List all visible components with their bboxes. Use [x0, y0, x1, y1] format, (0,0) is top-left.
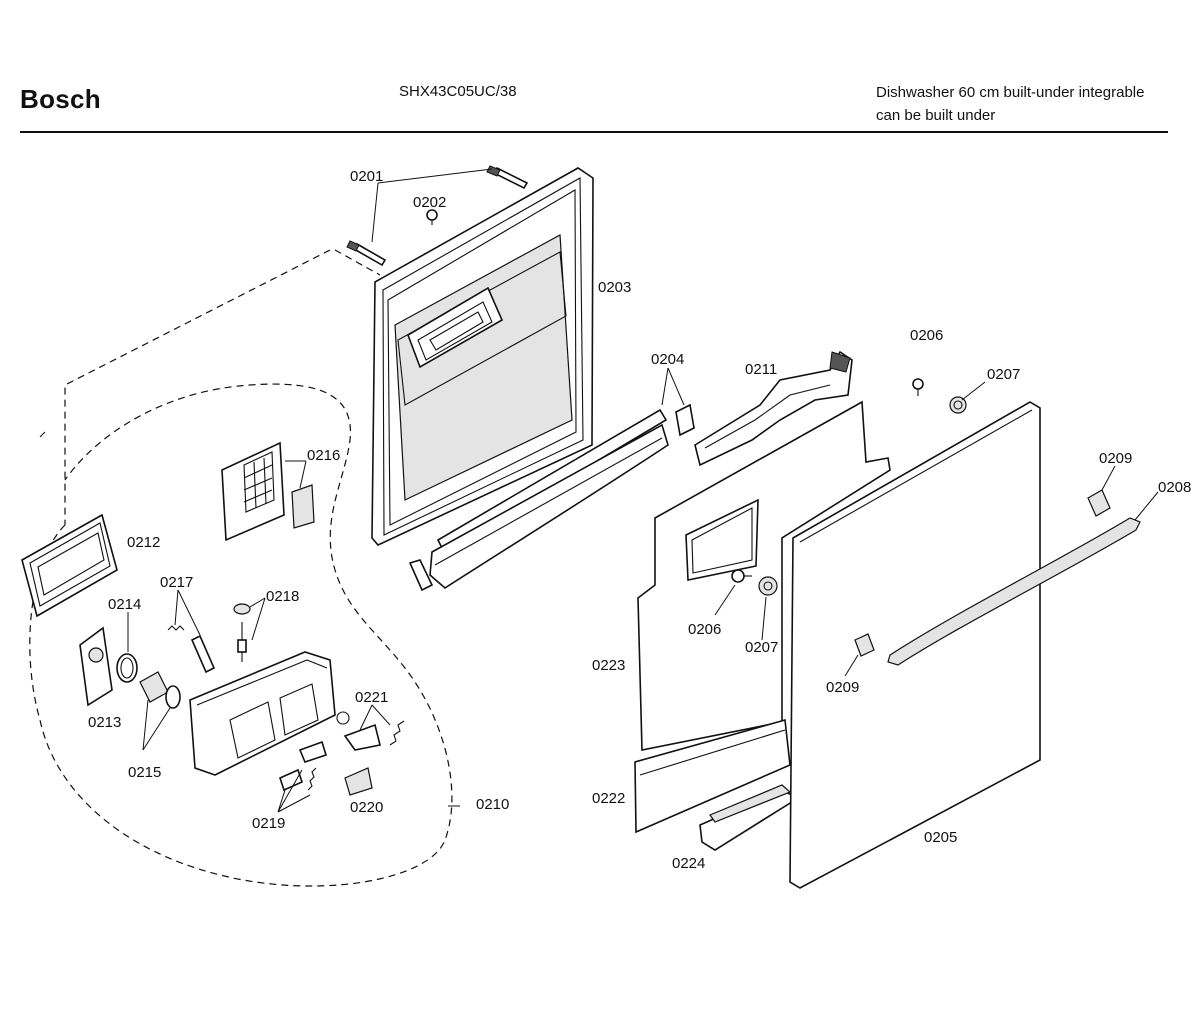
levers-0219: [279, 740, 327, 792]
indicator-panel-0216: [221, 441, 315, 542]
switch-housing-0213: [79, 626, 113, 707]
springs-0221: [336, 711, 405, 751]
toe-kick-strip-0222: [634, 718, 791, 834]
leader-0219: [277, 769, 311, 813]
callout-0201: 0201: [350, 168, 383, 185]
leader-0207-lower: [761, 596, 767, 641]
callout-0209-lower: 0209: [826, 679, 859, 696]
control-module-boundary: [29, 249, 453, 887]
assembly-mark: [39, 431, 46, 438]
leader-0215: [142, 699, 171, 751]
leader-0221: [359, 704, 391, 731]
callout-0221: 0221: [355, 689, 388, 706]
callout-0212: 0212: [127, 534, 160, 551]
screw-0206-upper: [912, 378, 924, 396]
header-divider: [20, 131, 1168, 133]
callout-0224: 0224: [672, 855, 705, 872]
knob-0207-upper: [949, 396, 967, 414]
callout-0205: 0205: [924, 829, 957, 846]
knob-0207-lower: [758, 576, 778, 596]
door-handle-0208: [887, 517, 1141, 666]
leader-0217: [174, 589, 201, 636]
control-panel-fascia-0223: [637, 400, 891, 751]
callout-0220: 0220: [350, 799, 383, 816]
callout-0207-upper: 0207: [987, 366, 1020, 383]
leader-0206-lower: [714, 584, 736, 616]
callout-0202: 0202: [413, 194, 446, 211]
callout-0206-lower: 0206: [688, 621, 721, 638]
callout-0218: 0218: [266, 588, 299, 605]
bottom-trim-0224: [699, 784, 797, 851]
shaft-cap-0218: [233, 603, 251, 662]
callout-0215: 0215: [128, 764, 161, 781]
assembly-dash-line: [334, 249, 381, 276]
clip-0202: [426, 209, 438, 225]
model-number: SHX43C05UC/38: [399, 83, 517, 100]
description-line-1: Dishwasher 60 cm built-under integrable: [876, 84, 1145, 101]
leader-0216: [285, 460, 307, 489]
callout-0222: 0222: [592, 790, 625, 807]
leader-0204: [661, 367, 685, 406]
leader-0208: [1134, 491, 1159, 521]
product-description: Dishwasher 60 cm built-under integrable …: [876, 81, 1144, 127]
handle-cap-0209-lower: [854, 633, 875, 657]
callout-0207-lower: 0207: [745, 639, 778, 656]
callout-0219: 0219: [252, 815, 285, 832]
handle-cap-0209-upper: [1087, 489, 1111, 517]
seal-ring-0214: [116, 653, 138, 683]
display-frame-0212: [21, 513, 118, 618]
screw-0201-left: [346, 240, 387, 267]
hinge-clip-left: [408, 559, 434, 592]
leader-0209-lower: [844, 654, 859, 677]
callout-0216: 0216: [307, 447, 340, 464]
callout-0203: 0203: [598, 279, 631, 296]
leader-0207-upper: [961, 381, 986, 401]
callout-0204: 0204: [651, 351, 684, 368]
control-module-0210: [189, 651, 336, 776]
rail-end-bracket: [675, 403, 695, 437]
callout-0217: 0217: [160, 574, 193, 591]
callout-0206-upper: 0206: [910, 327, 943, 344]
callout-0210: 0210: [476, 796, 509, 813]
callout-0223: 0223: [592, 657, 625, 674]
door-hinge-0211: [694, 350, 853, 467]
callout-0208: 0208: [1158, 479, 1191, 496]
rail-strip-0204: [429, 408, 669, 589]
switch-0220: [344, 767, 373, 796]
actuator-0215: [139, 671, 181, 709]
lever-spring-0217: [167, 625, 216, 674]
brand-logo: Bosch: [20, 84, 101, 114]
callout-0211: 0211: [745, 361, 777, 378]
description-line-2: can be built under: [876, 107, 996, 124]
screw-0206-lower: [731, 569, 752, 583]
leader-0201: [371, 168, 493, 243]
inner-door-panel-0203: [371, 167, 594, 546]
callout-0213: 0213: [88, 714, 121, 731]
leader-0218: [249, 597, 266, 641]
callout-0214: 0214: [108, 596, 141, 613]
callout-0209-upper: 0209: [1099, 450, 1132, 467]
screw-0201-top: [486, 165, 529, 190]
leader-0209-upper: [1101, 465, 1116, 491]
